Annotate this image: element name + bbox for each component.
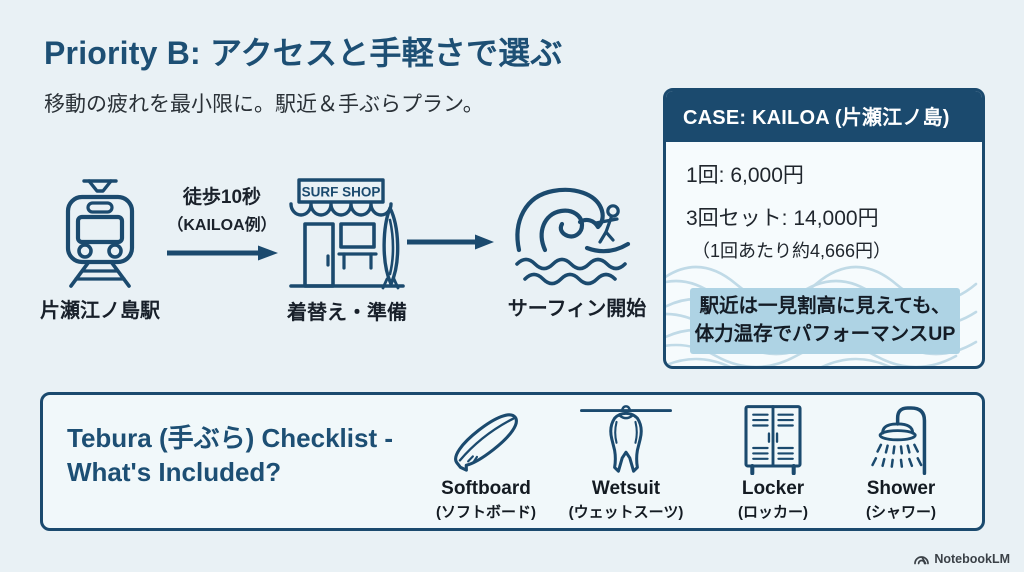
flow-step-label: サーフィン開始 xyxy=(507,298,647,320)
item-label-ja: (ロッカー) xyxy=(738,504,808,521)
checklist-title: Tebura (手ぶら) Checklist - What's Included… xyxy=(67,421,393,490)
train-icon xyxy=(65,179,135,288)
flow-step-shop: SURF SHOP 着替え・準備 xyxy=(282,178,412,325)
flow-arrow-2 xyxy=(404,233,496,251)
case-card-header: CASE: KAILOA (片瀬江ノ島) xyxy=(666,91,982,142)
item-label-en: Wetsuit xyxy=(591,478,661,499)
highlight-line-2: 体力温存でパフォーマンスUP xyxy=(694,322,956,345)
item-label-ja: (ウェットスーツ) xyxy=(568,504,684,521)
item-label-ja: (シャワー) xyxy=(866,504,936,521)
page-title: Priority B: アクセスと手軽さで選ぶ xyxy=(44,35,563,71)
item-label-en: Shower xyxy=(866,478,936,499)
svg-text:SURF SHOP: SURF SHOP xyxy=(302,185,381,200)
item-label-en: Locker xyxy=(741,478,805,499)
flow-step-label: 着替え・準備 xyxy=(287,302,407,324)
item-label-en: Softboard xyxy=(441,478,531,499)
notebooklm-icon xyxy=(914,556,930,565)
arrow-subcaption: （KAILOA例） xyxy=(167,217,277,234)
checklist-item-softboard: Softboard (ソフトボード) xyxy=(411,403,561,522)
wetsuit-icon xyxy=(580,405,672,473)
locker-icon xyxy=(744,405,802,475)
surf-shop-icon: SURF SHOP xyxy=(289,178,405,290)
price-single: 1回: 6,000円 xyxy=(686,164,804,187)
arrow-right-icon xyxy=(167,245,278,261)
checklist-item-wetsuit: Wetsuit (ウェットスーツ) xyxy=(551,403,701,522)
footer-brand: NotebookLM xyxy=(913,552,1010,566)
item-label-ja: (ソフトボード) xyxy=(436,504,536,521)
wave-surfer-icon xyxy=(515,187,631,286)
checklist-title-line-2: What's Included? xyxy=(67,457,282,488)
flow-step-surfing: サーフィン開始 xyxy=(502,184,652,321)
checklist-title-line-1: Tebura (手ぶら) Checklist - xyxy=(67,423,394,453)
arrow-caption: 徒歩10秒 xyxy=(182,187,262,208)
arrow-right-icon xyxy=(407,234,494,250)
flow-step-station: 片瀬江ノ島駅 xyxy=(25,176,175,323)
case-highlight-note: 駅近は一見割高に見えても、 体力温存でパフォーマンスUP xyxy=(690,288,960,355)
footer-brand-label: NotebookLM xyxy=(934,552,1010,566)
price-note: （1回あたり約4,666円） xyxy=(692,241,892,261)
case-card-body: 1回: 6,000円 3回セット: 14,000円 （1回あたり約4,666円）… xyxy=(666,142,982,366)
flow-arrow-1: 徒歩10秒 （KAILOA例） xyxy=(156,182,288,262)
softboard-icon xyxy=(454,413,518,472)
checklist-item-shower: Shower (シャワー) xyxy=(826,403,976,522)
price-set: 3回セット: 14,000円 xyxy=(686,207,879,230)
checklist-item-locker: Locker (ロッカー) xyxy=(698,403,848,522)
case-card: CASE: KAILOA (片瀬江ノ島) 1回: 6,000円 3回セット: 1… xyxy=(663,88,985,369)
highlight-line-1: 駅近は一見割高に見えても、 xyxy=(699,295,951,317)
page-subtitle: 移動の疲れを最小限に。駅近＆手ぶらプラン。 xyxy=(44,93,484,116)
flow-step-label: 片瀬江ノ島駅 xyxy=(40,300,160,322)
shower-icon xyxy=(871,406,927,475)
checklist-card: Tebura (手ぶら) Checklist - What's Included… xyxy=(40,392,985,531)
